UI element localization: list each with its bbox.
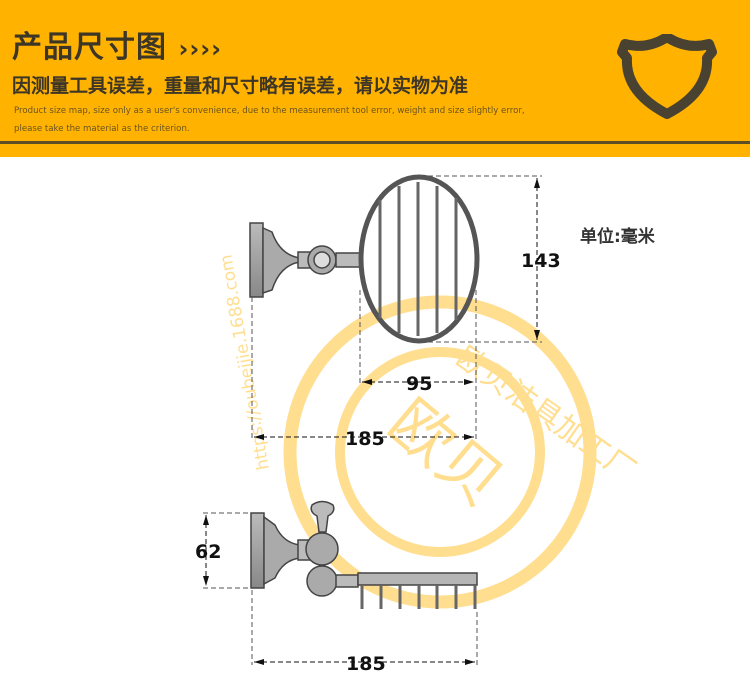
arm xyxy=(335,252,361,268)
top-view xyxy=(249,174,480,344)
shield-icon xyxy=(617,34,717,119)
title-arrows: ›››› xyxy=(178,35,223,63)
base-flange xyxy=(262,226,301,295)
side-view xyxy=(250,500,478,609)
top-dimensions xyxy=(251,175,542,440)
header-banner: 产品尺寸图 ›››› 因测量工具误差，重量和尺寸略有误差，请以实物为准 Prod… xyxy=(0,0,750,157)
watermark-center-text: 欧贝 xyxy=(375,385,517,521)
page-title: 产品尺寸图 ›››› xyxy=(12,22,222,66)
wall-plate xyxy=(249,222,264,298)
dimension-height-143: 143 xyxy=(521,250,561,272)
english-note: Product size map, size only as a user's … xyxy=(14,106,525,134)
basket-rim xyxy=(358,174,480,344)
title-text: 产品尺寸图 xyxy=(12,30,167,65)
header-divider xyxy=(0,141,750,144)
dimension-height-62: 62 xyxy=(195,541,221,563)
unit-label: 单位:毫米 xyxy=(580,227,655,247)
dimension-depth-185-top: 185 xyxy=(345,428,385,450)
dimension-depth-185-side: 185 xyxy=(346,653,386,675)
basket-bars xyxy=(378,182,458,336)
dimension-width-95: 95 xyxy=(406,373,432,395)
subtitle: 因测量工具误差，重量和尺寸略有误差，请以实物为准 xyxy=(12,75,469,97)
side-dimensions xyxy=(203,512,478,665)
